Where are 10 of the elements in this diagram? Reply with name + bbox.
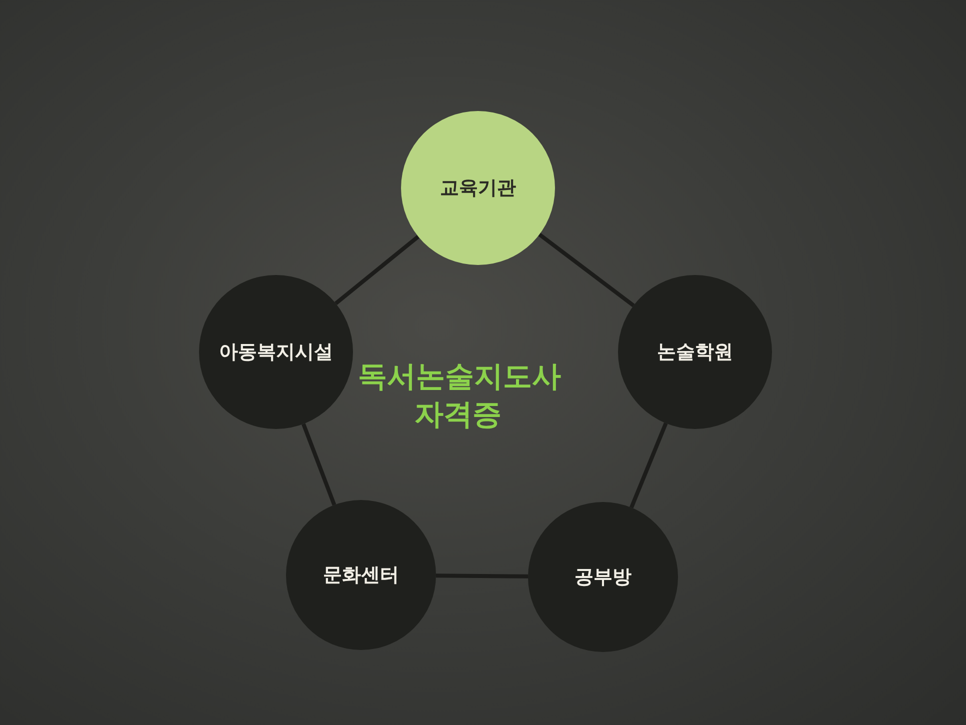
connector-line: [630, 422, 668, 508]
node-label: 아동복지시설: [219, 340, 333, 365]
node-label: 논술학원: [657, 340, 733, 365]
node-label: 문화센터: [323, 563, 399, 588]
connector-line: [334, 234, 420, 306]
node-label: 공부방: [574, 565, 632, 590]
node-label: 교육기관: [440, 176, 516, 201]
connector-line: [436, 574, 528, 578]
connector-line: [538, 232, 635, 308]
connector-line: [302, 423, 336, 506]
